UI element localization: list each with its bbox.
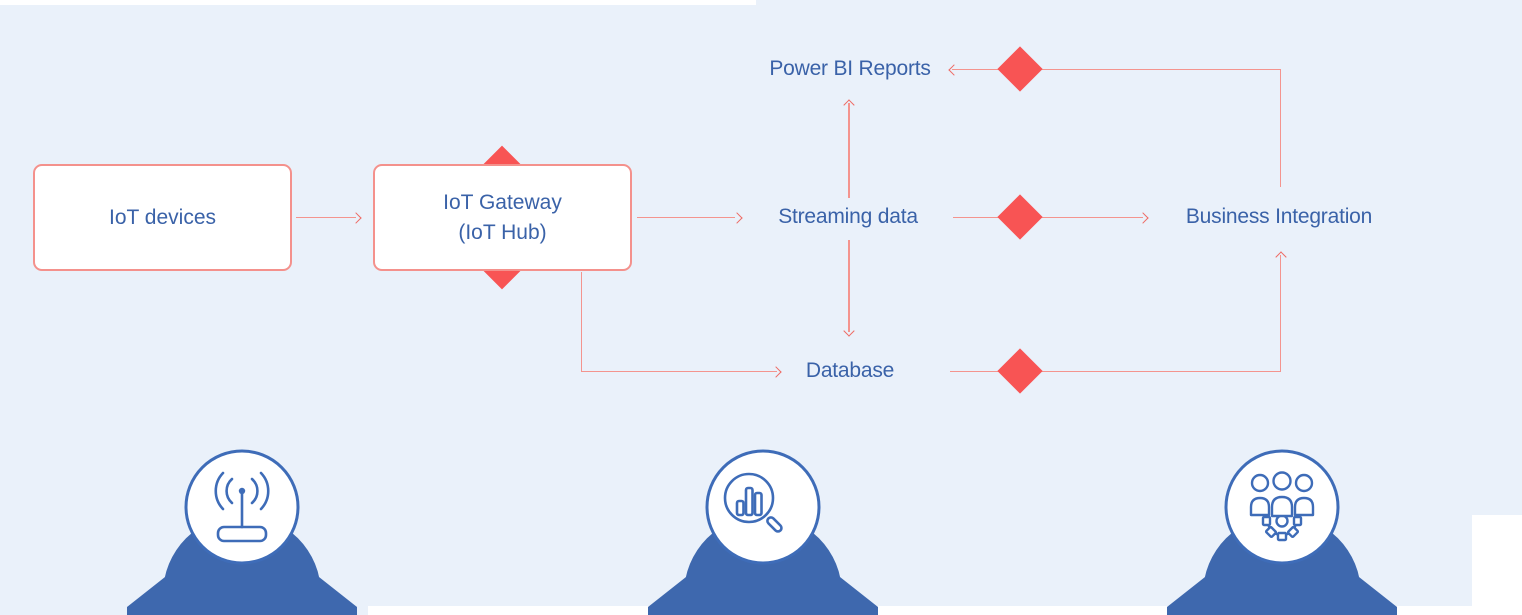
connector-business-powerbi-v	[1279, 69, 1281, 187]
connector-devices-gateway	[296, 216, 356, 218]
bottom-white-strip	[368, 606, 1472, 615]
connector-gateway-database-h	[580, 370, 777, 372]
arrowhead-up-icon	[1274, 251, 1287, 263]
arrowhead-down-icon	[843, 325, 855, 337]
iot-devices-label: IoT devices	[109, 205, 216, 229]
connector-streaming-database	[848, 240, 850, 332]
icon-circle	[705, 449, 821, 565]
arrowhead-right-icon	[350, 211, 362, 224]
iot-gateway-label-line1: IoT Gateway	[443, 191, 562, 215]
diamond-marker	[997, 194, 1043, 240]
diamond-marker	[997, 348, 1043, 394]
arrowhead-up-icon	[843, 99, 855, 111]
arrowhead-right-icon	[1137, 211, 1149, 224]
iot-gateway-label-line2: (IoT Hub)	[458, 220, 547, 244]
node-iot-devices: IoT devices	[33, 164, 292, 271]
connector-gateway-database-v	[580, 272, 582, 372]
top-white-strip	[0, 0, 756, 5]
connector-gateway-streaming	[637, 216, 735, 218]
power-bi-reports-label: Power BI Reports	[769, 57, 931, 80]
diamond-marker	[997, 46, 1043, 92]
team-gear-icon	[1167, 449, 1397, 615]
connector-streaming-powerbi	[848, 103, 850, 198]
arrowhead-right-icon	[731, 211, 743, 224]
bottom-right-white-block	[1472, 515, 1522, 615]
connector-database-business-v	[1279, 255, 1281, 371]
iot-antenna-icon	[127, 449, 357, 615]
connector-database-business-h	[950, 370, 1281, 372]
connector-streaming-business	[953, 216, 1143, 218]
database-label: Database	[805, 359, 895, 382]
analytics-magnifier-icon	[648, 449, 878, 615]
arrowhead-right-icon	[770, 365, 782, 378]
streaming-data-label: Streaming data	[778, 205, 918, 228]
arrowhead-left-icon	[948, 63, 960, 76]
node-iot-gateway: IoT Gateway (IoT Hub)	[373, 164, 632, 271]
connector-business-powerbi-h	[952, 68, 1281, 70]
business-integration-label: Business Integration	[1185, 205, 1373, 228]
